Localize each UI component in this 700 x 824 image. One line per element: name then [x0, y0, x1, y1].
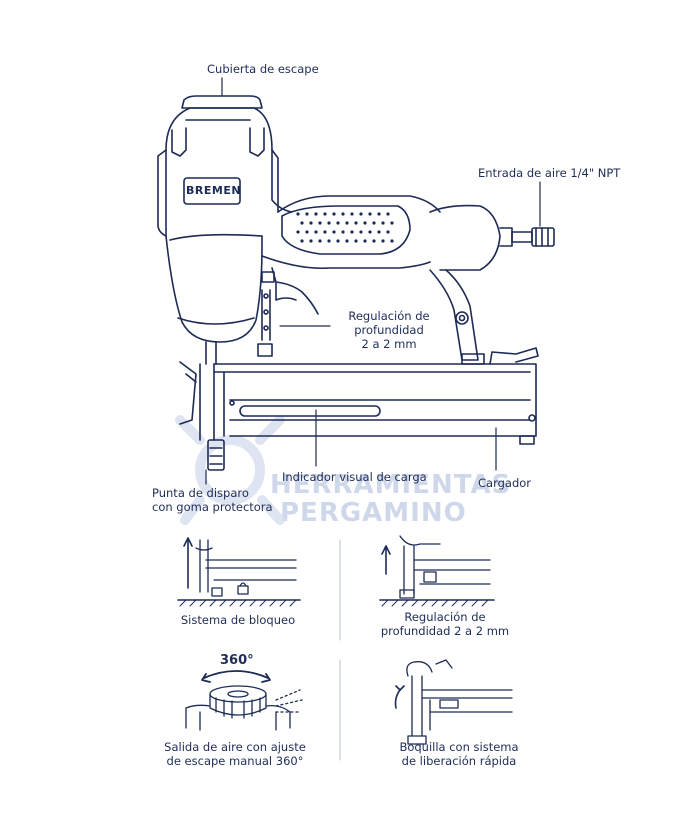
grip-dot	[363, 239, 367, 243]
grip-dot	[309, 239, 313, 243]
label-exhaust-angle: 360°	[220, 653, 254, 668]
grip-dot	[305, 230, 309, 234]
detail-lock-system	[177, 537, 301, 607]
label-tip-1: Punta de disparo	[152, 486, 249, 500]
grip-dot	[381, 239, 385, 243]
grip-dot	[363, 221, 367, 225]
label-depth-adjust-2: profundidad	[354, 323, 424, 337]
caption-nozzle-1: Boquilla con sistema	[399, 740, 519, 754]
grip-dot	[300, 221, 304, 225]
grip-dot	[305, 212, 309, 216]
caption-lock-system: Sistema de bloqueo	[180, 613, 296, 627]
grip-dot	[386, 212, 390, 216]
label-load-indicator: Indicador visual de carga	[282, 470, 427, 484]
caption-depth-1: Regulación de	[404, 610, 486, 624]
grip-dot	[327, 239, 331, 243]
brand-logo: BREMEN	[186, 184, 242, 197]
grip-dot	[368, 230, 372, 234]
grip-dot	[359, 230, 363, 234]
grip-dot	[323, 212, 327, 216]
caption-depth-2: profundidad 2 a 2 mm	[380, 624, 510, 638]
grip-dot	[327, 221, 331, 225]
grip-dot	[318, 221, 322, 225]
grip-dot	[372, 239, 376, 243]
grip-dot	[332, 212, 336, 216]
label-depth-adjust-1: Regulación de	[348, 309, 430, 323]
label-depth-adjust-3: 2 a 2 mm	[361, 337, 417, 351]
grip-dot	[341, 212, 345, 216]
grip-dot	[390, 239, 394, 243]
grip-dot	[296, 230, 300, 234]
leader-lines	[205, 77, 541, 485]
grip-dot	[368, 212, 372, 216]
caption-exhaust-2: de escape manual 360°	[166, 754, 304, 768]
watermark-line1: HERRAMIENTAS	[270, 470, 512, 500]
label-air-inlet: Entrada de aire 1/4" NPT	[478, 166, 621, 180]
grip-dot	[381, 221, 385, 225]
grip-dot	[309, 221, 313, 225]
grip-dot	[336, 221, 340, 225]
grip-dot	[332, 230, 336, 234]
grip-dot	[350, 212, 354, 216]
grip-dots	[296, 212, 394, 243]
grip-dot	[377, 212, 381, 216]
grip-dot	[323, 230, 327, 234]
detail-exhaust	[185, 670, 303, 731]
grip-dot	[350, 230, 354, 234]
watermark-line2: PERGAMINO	[280, 498, 467, 528]
grip-dot	[359, 212, 363, 216]
label-magazine: Cargador	[478, 476, 532, 490]
watermark-gear-icon	[175, 415, 285, 525]
caption-exhaust-1: Salida de aire con ajuste	[164, 740, 306, 754]
grip-dot	[336, 239, 340, 243]
caption-nozzle-2: de liberación rápida	[401, 754, 517, 768]
grip-dot	[390, 221, 394, 225]
grip-dot	[354, 221, 358, 225]
label-exhaust-cover: Cubierta de escape	[207, 62, 319, 76]
detail-depth	[379, 535, 495, 607]
grip-dot	[318, 239, 322, 243]
grip-dot	[296, 212, 300, 216]
grip-dot	[314, 212, 318, 216]
grip-dot	[314, 230, 318, 234]
grip-dot	[372, 221, 376, 225]
grip-dot	[345, 221, 349, 225]
nailer-body	[157, 95, 555, 471]
label-tip-2: con goma protectora	[152, 500, 273, 514]
grip-dot	[300, 239, 304, 243]
grip-dot	[386, 230, 390, 234]
grip-dot	[354, 239, 358, 243]
grip-dot	[377, 230, 381, 234]
grip-dot	[345, 239, 349, 243]
grip-dot	[341, 230, 345, 234]
detail-nozzle	[394, 659, 513, 745]
